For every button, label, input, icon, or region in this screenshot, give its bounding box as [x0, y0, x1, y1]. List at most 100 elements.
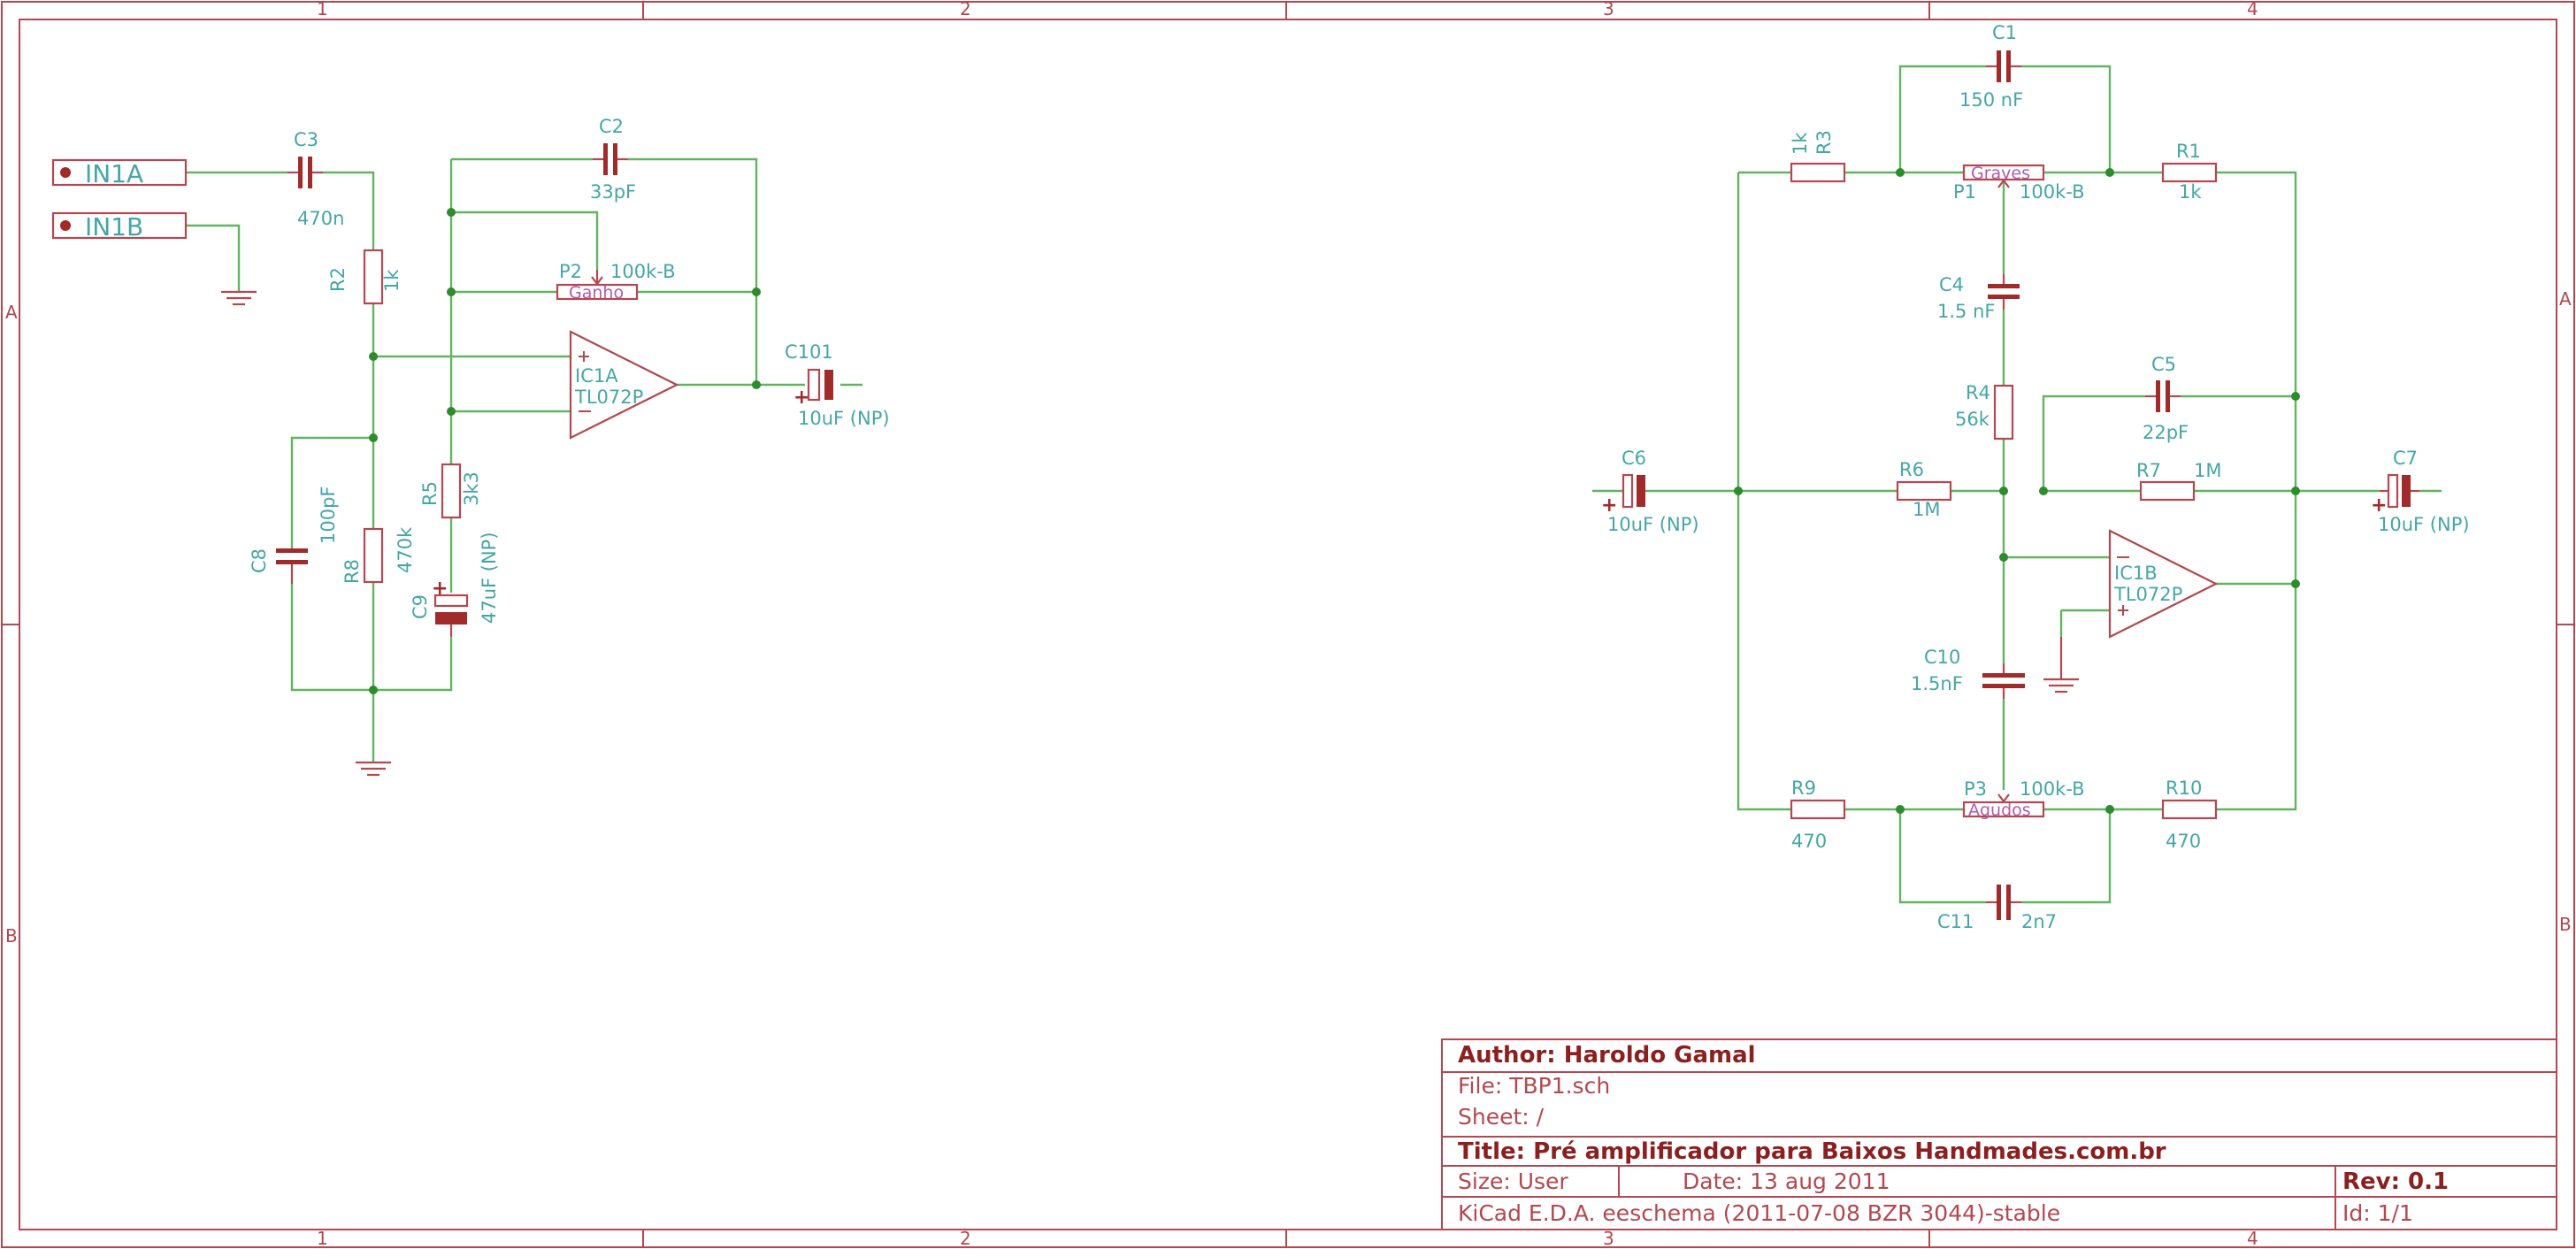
title-block: Author: Haroldo Gamal File: TBP1.sch She…: [1441, 1038, 2557, 1230]
c4-value: 1.5 nF: [1937, 301, 1995, 322]
r5-ref: R5: [419, 481, 441, 506]
c3-value: 470n: [297, 208, 344, 229]
c7-ref: C7: [2393, 448, 2418, 469]
capacitor-c9[interactable]: + C9 47uF (NP): [410, 532, 500, 637]
resistor-r5[interactable]: R5 3k3: [419, 463, 482, 519]
c4-ref: C4: [1939, 274, 1964, 295]
p2-value: 100k-B: [610, 261, 675, 282]
titleblock-title: Title: Pré amplificador para Baixos Hand…: [1458, 1138, 2166, 1165]
r3-ref: R3: [1813, 130, 1835, 155]
opamp-ic1b[interactable]: IC1B TL072P: [2108, 529, 2219, 639]
border-row-b-right: B: [2559, 914, 2572, 935]
junction-dot: [2291, 579, 2300, 588]
connector-in1a-label: IN1A: [85, 159, 143, 188]
resistor-r8[interactable]: R8 470k: [341, 526, 416, 584]
capacitor-c10[interactable]: C10 1.5nF: [1911, 647, 2025, 699]
left-junctions: [369, 208, 761, 694]
c11-value: 2n7: [2021, 911, 2057, 932]
capacitor-c4[interactable]: C4 1.5 nF: [1937, 274, 2020, 322]
r6-ref: R6: [1899, 459, 1924, 480]
ic1a-ref: IC1A: [575, 365, 618, 387]
r4-ref: R4: [1966, 382, 1990, 403]
left-stage-wires: [186, 157, 862, 762]
c6-polarity: +: [1601, 494, 1617, 517]
c8-ref: C8: [249, 548, 270, 573]
potentiometer-p3[interactable]: Agudos P3 100k-B: [1962, 778, 2084, 820]
border-col-4-top: 4: [2247, 0, 2258, 19]
border-col-2-bottom: 2: [960, 1228, 971, 1249]
junction-dot: [369, 433, 378, 442]
right-stage-wires: [1592, 65, 2442, 904]
p3-value: 100k-B: [2020, 778, 2084, 800]
capacitor-c11[interactable]: C11 2n7: [1937, 885, 2057, 932]
capacitor-c101[interactable]: + C101 10uF (NP): [785, 341, 890, 429]
capacitor-c5[interactable]: C5 22pF: [2143, 354, 2189, 443]
c101-polarity: +: [794, 387, 809, 409]
junction-dot: [2291, 487, 2300, 495]
capacitor-c7[interactable]: + C7 10uF (NP): [2371, 448, 2470, 535]
junction-dot: [1896, 805, 1905, 814]
capacitor-c8[interactable]: C8 100pF: [249, 487, 339, 585]
capacitor-c2[interactable]: C2 33pF: [590, 116, 636, 203]
c2-value: 33pF: [590, 181, 636, 203]
border-col-1-top: 1: [317, 0, 328, 19]
connector-in1b-label: IN1B: [85, 212, 143, 241]
c8-value: 100pF: [318, 487, 339, 545]
r8-value: 470k: [395, 526, 416, 573]
titleblock-file: File: TBP1.sch: [1458, 1073, 1610, 1099]
r9-value: 470: [1791, 831, 1827, 852]
potentiometer-p1[interactable]: Graves P1 100k-B: [1953, 164, 2084, 203]
capacitor-c3[interactable]: C3 470n: [288, 129, 344, 229]
border-row-a-left: A: [5, 302, 18, 323]
c7-value: 10uF (NP): [2378, 514, 2470, 535]
capacitor-c1[interactable]: C1 150 nF: [1959, 22, 2023, 111]
junction-dot: [369, 686, 378, 694]
c11-ref: C11: [1937, 911, 1974, 932]
junction-dot: [447, 208, 456, 217]
titleblock-date: Date: 13 aug 2011: [1683, 1169, 1890, 1194]
c10-value: 1.5nF: [1911, 673, 1963, 694]
opamp-ic1a[interactable]: IC1A TL072P: [569, 330, 679, 440]
junction-dot: [752, 380, 761, 389]
r6-value: 1M: [1913, 499, 1940, 520]
junction-dot: [2291, 392, 2300, 401]
r1-ref: R1: [2176, 141, 2201, 162]
titleblock-size: Size: User: [1458, 1169, 1568, 1194]
border-row-a-right: A: [2559, 288, 2572, 310]
potentiometer-p2[interactable]: Ganho P2 100k-B: [556, 261, 675, 303]
r7-value: 1M: [2194, 460, 2221, 481]
c1-value: 150 nF: [1959, 89, 2023, 111]
resistor-r3[interactable]: R3 1k: [1790, 130, 1846, 183]
c10-ref: C10: [1924, 647, 1960, 668]
connector-in1b[interactable]: IN1B: [51, 211, 188, 241]
c5-value: 22pF: [2143, 422, 2189, 443]
p2-body-label: Ganho: [569, 283, 624, 303]
resistor-r4[interactable]: R4 56k: [1955, 382, 2014, 441]
border-row-b-left: B: [5, 925, 18, 946]
ground-symbol-in1b: [221, 290, 257, 306]
r10-value: 470: [2166, 831, 2201, 852]
connector-in1a[interactable]: IN1A: [51, 158, 188, 188]
ground-symbol-right: [2043, 637, 2079, 693]
c101-value: 10uF (NP): [798, 408, 890, 429]
resistor-r9[interactable]: R9 470: [1790, 778, 1846, 852]
border-col-2-top: 2: [960, 0, 971, 19]
junction-dot: [2039, 487, 2048, 495]
resistor-r10[interactable]: R10 470: [2161, 778, 2218, 852]
c5-ref: C5: [2151, 354, 2176, 375]
c3-ref: C3: [294, 129, 318, 150]
r4-value: 56k: [1955, 409, 1990, 430]
junction-dot: [447, 287, 456, 296]
c1-ref: C1: [1992, 22, 2017, 43]
c101-ref: C101: [785, 341, 833, 363]
resistor-r6[interactable]: R6 1M: [1896, 459, 1952, 520]
capacitor-c6[interactable]: + C6 10uF (NP): [1601, 448, 1699, 535]
border-col-4-bottom: 4: [2247, 1228, 2258, 1249]
resistor-r2[interactable]: R2 1k: [327, 249, 402, 305]
resistor-r1[interactable]: R1 1k: [2161, 141, 2218, 203]
c9-value: 47uF (NP): [479, 532, 500, 624]
r1-value: 1k: [2179, 181, 2202, 203]
resistor-r7[interactable]: R7 1M: [2136, 460, 2221, 502]
